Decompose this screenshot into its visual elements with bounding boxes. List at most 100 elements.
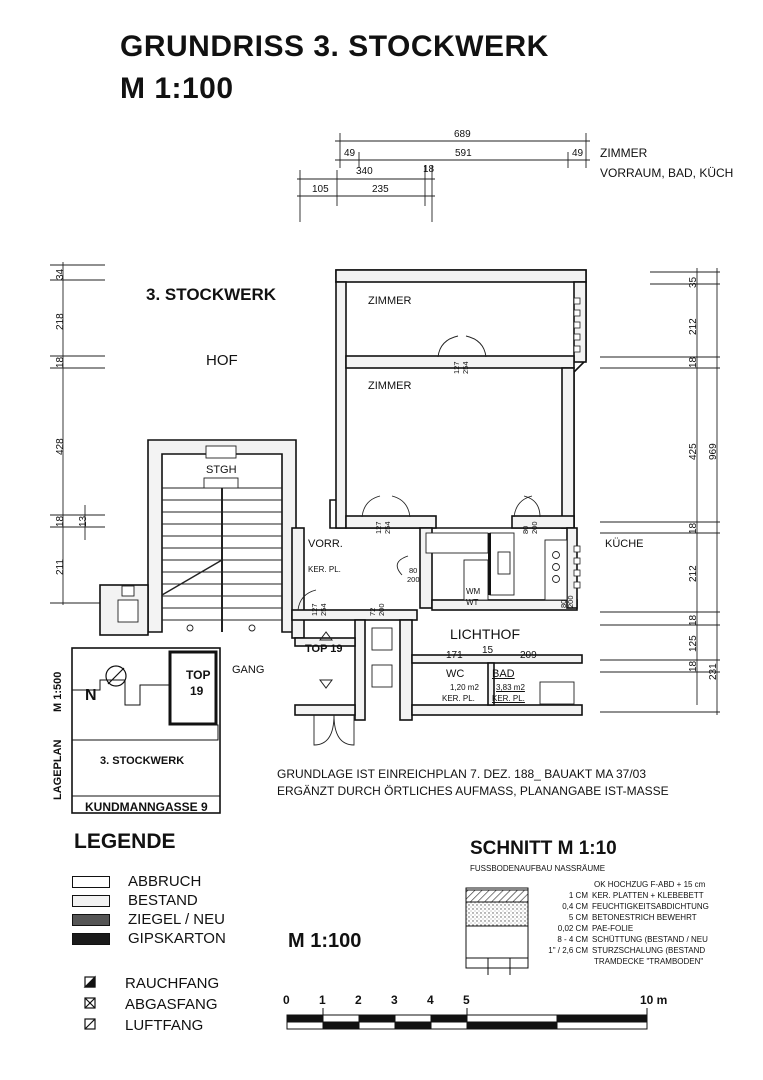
arrow-up-icon <box>319 631 333 641</box>
section-detail <box>465 887 529 975</box>
dim-right-125: 125 <box>688 635 699 652</box>
site-plan-drawing <box>71 647 221 814</box>
scale-tick-3: 3 <box>391 993 398 1007</box>
door-swings <box>297 335 541 746</box>
door-dim-f2: 200 <box>377 603 386 616</box>
door-dim-d1: 80 <box>409 566 418 575</box>
room-wc: WC <box>446 668 465 680</box>
room-wc-floor: KER. PL. <box>442 694 475 703</box>
door-dim-e1: 127 <box>310 603 319 616</box>
site-plan-top-number: 19 <box>190 684 204 698</box>
room-bad: BAD <box>492 668 515 680</box>
legend-item-label: ABBRUCH <box>128 873 202 890</box>
section-layer-thickness: 8 - 4 CM <box>557 935 588 944</box>
room-hof: HOF <box>206 352 238 369</box>
dim-right-18c: 18 <box>688 614 699 626</box>
dim-689: 689 <box>454 129 471 140</box>
legend-symbols <box>83 975 96 1030</box>
door-dim-f1: 72 <box>368 607 377 616</box>
section-layer-thickness: 0,4 CM <box>562 902 588 911</box>
page-scale-title: M 1:100 <box>120 72 234 105</box>
site-plan-label: LAGEPLAN <box>52 739 64 801</box>
dim-right-969: 969 <box>708 443 719 460</box>
arrow-down-icon <box>319 679 333 689</box>
legend-item-label: BESTAND <box>128 892 198 909</box>
door-dim-a2: 254 <box>461 361 470 374</box>
dim-right-18a: 18 <box>688 356 699 368</box>
section-layer-thickness: 5 CM <box>568 913 588 922</box>
scale-tick-5: 5 <box>463 993 470 1007</box>
scale-tick-10m: 10 m <box>640 993 668 1007</box>
section-title: SCHNITT M 1:10 <box>470 838 617 859</box>
dim-15: 15 <box>482 645 494 656</box>
door-dim-c2: 200 <box>530 521 539 534</box>
scale-tick-1: 1 <box>319 993 326 1007</box>
room-vorraum-floor: KER. PL. <box>308 565 341 574</box>
scale-label: M 1:100 <box>288 930 362 952</box>
door-dim-d2: 200 <box>407 575 420 584</box>
dim-18: 18 <box>423 164 435 175</box>
dim-left-13: 13 <box>78 515 89 527</box>
legend-swatch <box>72 933 110 945</box>
dim-right-212b: 212 <box>688 565 699 582</box>
dim-left-18b: 18 <box>55 515 66 527</box>
room-bad-area: 3,83 m2 <box>496 683 525 692</box>
dim-171: 171 <box>446 650 463 661</box>
site-plan-scale: M 1:500 <box>52 671 64 712</box>
fixture-wm: WM <box>466 587 481 596</box>
dim-left-18a: 18 <box>55 356 66 368</box>
section-layer-label: TRAMDECKE "TRAMBODEN" <box>594 957 704 966</box>
room-gang: GANG <box>232 664 265 676</box>
legend-abgasfang: ABGASFANG <box>125 996 218 1013</box>
dim-49-right: 49 <box>572 148 584 159</box>
door-dim-c1: 80 <box>521 525 530 534</box>
room-zimmer-2: ZIMMER <box>368 380 412 392</box>
note-line-1: GRUNDLAGE IST EINREICHPLAN 7. DEZ. 188_ … <box>277 767 647 781</box>
page-title: GRUNDRISS 3. STOCKWERK <box>120 30 549 63</box>
dim-49-left: 49 <box>344 148 356 159</box>
legend-swatch <box>72 895 110 907</box>
section-layer-thickness: 1" / 2,6 CM <box>548 946 588 955</box>
door-dim-b2: 254 <box>383 521 392 534</box>
note-line-2: ERGÄNZT DURCH ÖRTLICHES AUFMASS, PLANANG… <box>277 784 669 798</box>
dim-105: 105 <box>312 184 329 195</box>
fixture-wt: WT <box>466 598 479 607</box>
legend-item-label: GIPSKARTON <box>128 930 226 947</box>
scale-bar <box>286 1008 648 1030</box>
top-dimension-lines <box>297 133 590 222</box>
section-layer-label: STURZSCHALUNG (BESTAND <box>592 946 706 955</box>
door-dim-g2: 200 <box>566 595 575 608</box>
dim-235: 235 <box>372 184 389 195</box>
room-top19: TOP 19 <box>305 643 343 655</box>
section-layer-label: SCHÜTTUNG (BESTAND / NEU <box>592 935 708 944</box>
site-plan-floor: 3. STOCKWERK <box>100 755 185 767</box>
legend-rauchfang: RAUCHFANG <box>125 975 220 992</box>
window-markers <box>573 297 581 589</box>
dim-right-18b: 18 <box>688 522 699 534</box>
site-plan-street: KUNDMANNGASSE 9 <box>85 800 208 814</box>
legend-swatch <box>72 876 110 888</box>
door-dim-e2: 254 <box>319 603 328 616</box>
room-lichthof: LICHTHOF <box>450 626 520 642</box>
right-dimension-lines <box>600 268 720 715</box>
section-layer-thickness: 0,02 CM <box>557 924 588 933</box>
dim-right-425: 425 <box>688 443 699 460</box>
left-dimension-lines <box>50 262 105 605</box>
top-note-vorraum: VORRAUM, BAD, KÜCH <box>600 166 734 180</box>
room-stgh: STGH <box>206 464 237 476</box>
legend-swatch <box>72 914 110 926</box>
dim-right-212a: 212 <box>688 318 699 335</box>
dim-left-218: 218 <box>55 313 66 330</box>
room-vorraum: VORR. <box>308 538 343 550</box>
door-dim-b1: 127 <box>374 521 383 534</box>
room-kueche: KÜCHE <box>605 538 644 550</box>
legend-luftfang: LUFTFANG <box>125 1017 204 1034</box>
north-label: N <box>85 687 97 704</box>
room-zimmer-1: ZIMMER <box>368 295 412 307</box>
dim-left-34: 34 <box>55 268 66 280</box>
dim-340: 340 <box>356 166 373 177</box>
scale-tick-4: 4 <box>427 993 434 1007</box>
fixtures <box>117 532 575 705</box>
dim-left-428: 428 <box>55 438 66 455</box>
